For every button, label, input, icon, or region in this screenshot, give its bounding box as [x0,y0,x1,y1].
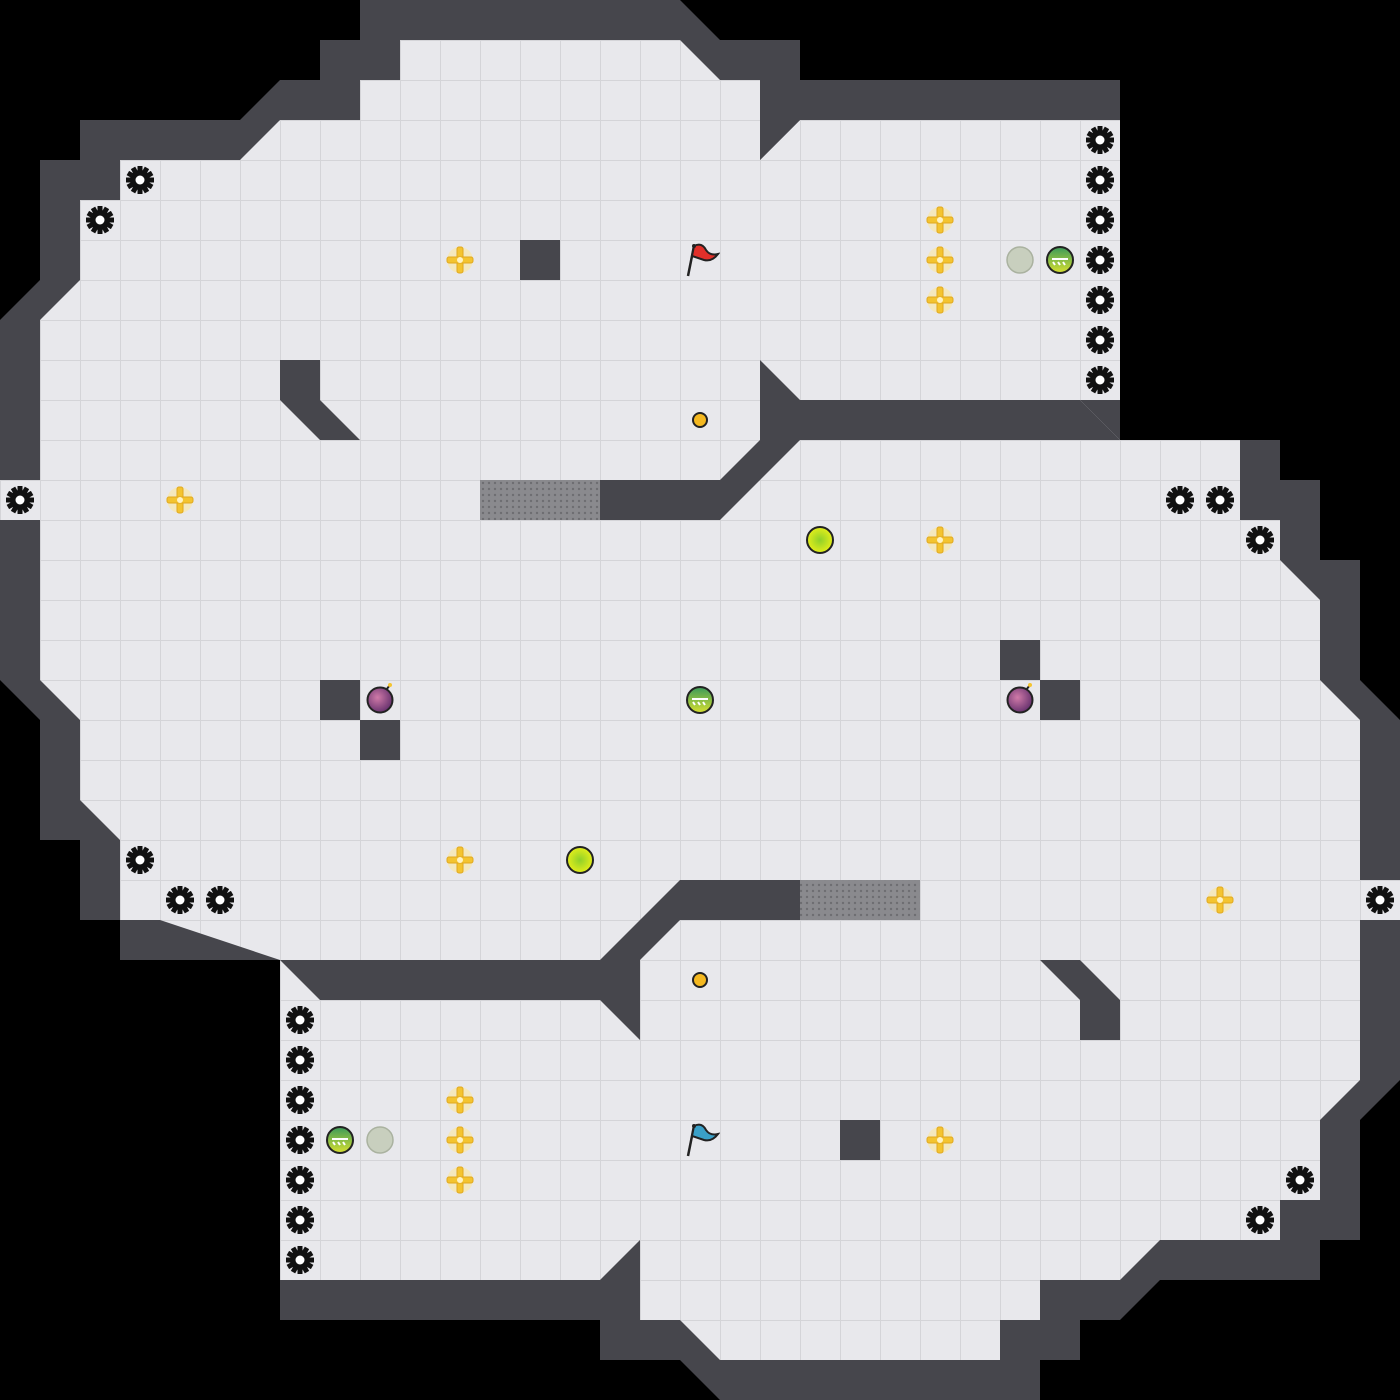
gate-tile [560,480,600,520]
boost-icon [926,246,954,274]
boost-icon [446,846,474,874]
boost-icon [926,526,954,554]
wall-block [280,360,360,440]
portal-icon [692,972,708,988]
gate-tile [840,880,880,920]
inactive-powerup-icon [1006,246,1034,274]
boost-icon [446,1166,474,1194]
wall-block [840,1120,880,1160]
boost-icon [1206,886,1234,914]
wall-block [320,680,360,720]
gate-tile [880,880,920,920]
button-icon [806,526,834,554]
wall-block [360,720,400,760]
boost-icon [446,1086,474,1114]
inactive-powerup-icon [366,1126,394,1154]
wall-block [600,1240,640,1320]
gates [480,480,920,920]
boost-icon [926,206,954,234]
portal-icon [692,412,708,428]
wall-block [760,80,800,160]
wall-block [600,360,1120,520]
boost-icon [926,1126,954,1154]
boost-icon [446,1126,474,1154]
wall-block [1040,680,1080,720]
inner-walls [280,80,1120,1320]
gate-tile [480,480,520,520]
gate-tile [800,880,840,920]
wall-block [1040,960,1120,1040]
boost-icon [166,486,194,514]
powerup-icon [1046,246,1074,274]
boost-icon [926,286,954,314]
powerup-icon [686,686,714,714]
boost-icon [446,246,474,274]
wall-block [520,240,560,280]
button-icon [566,846,594,874]
gate-tile [520,480,560,520]
wall-block [280,880,800,1040]
powerup-icon [326,1126,354,1154]
wall-block [1000,640,1040,680]
